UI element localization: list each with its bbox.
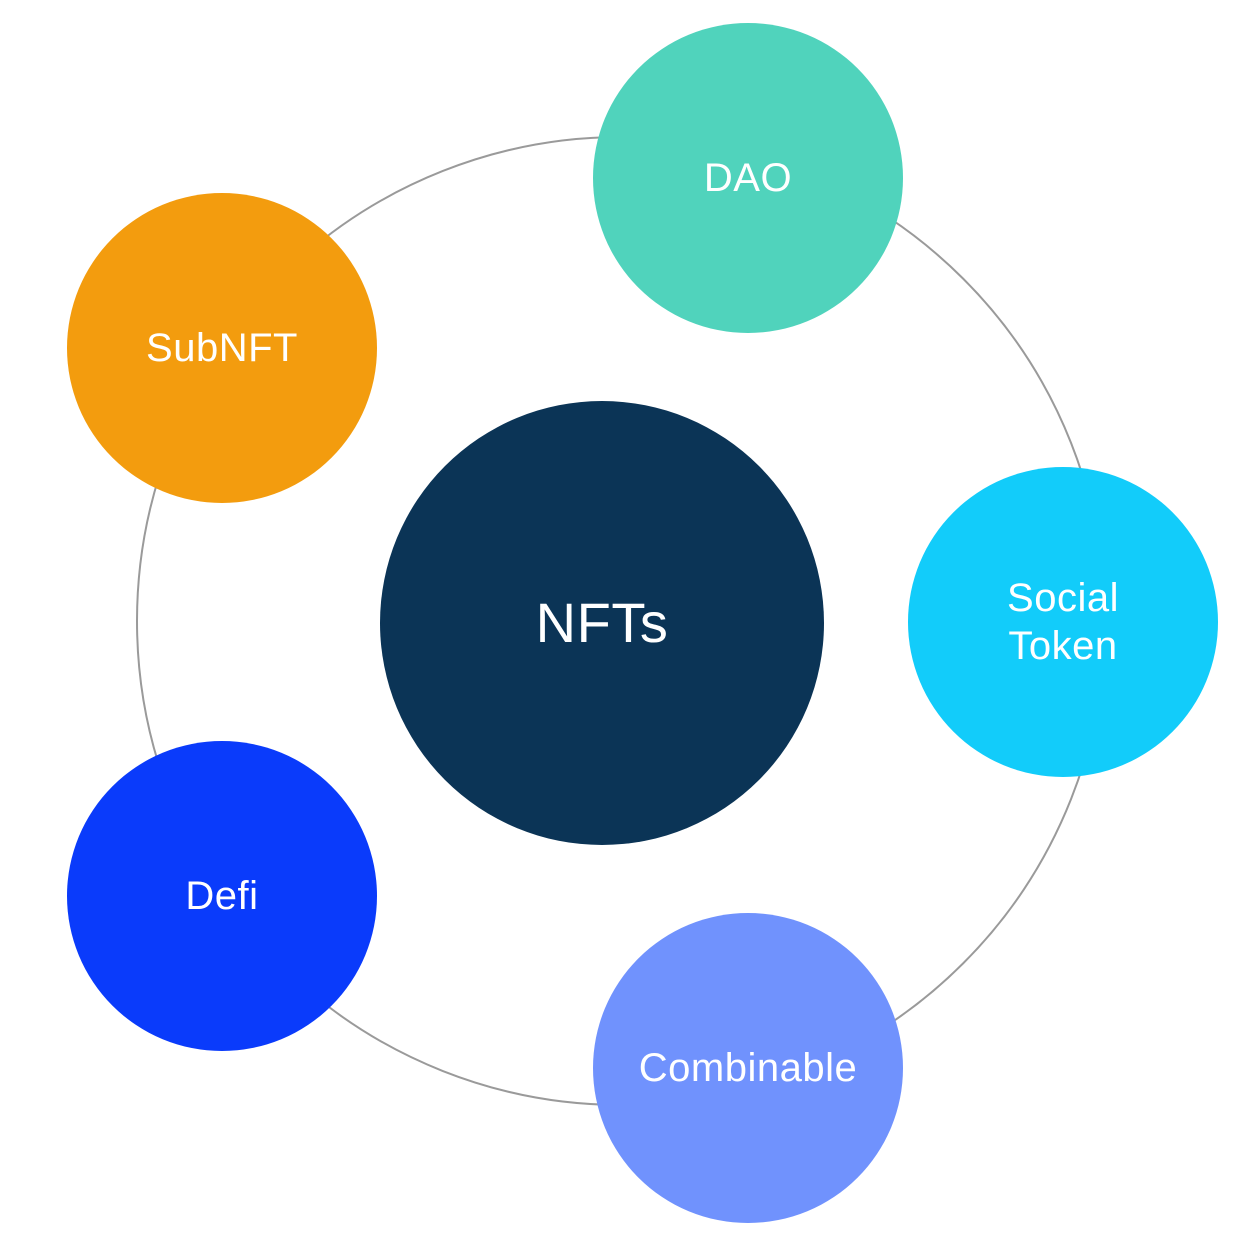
defi-node: Defi (67, 741, 377, 1051)
social-token-node: Social Token (908, 467, 1218, 777)
defi-label: Defi (185, 874, 259, 918)
dao-node: DAO (593, 23, 903, 333)
subnft-label: SubNFT (146, 326, 298, 370)
nfts-label: NFTs (535, 591, 669, 655)
nfts-center-node: NFTs (380, 401, 824, 845)
social-token-label: Social Token (1007, 576, 1119, 668)
combinable-label: Combinable (638, 1046, 858, 1090)
dao-label: DAO (703, 156, 793, 200)
subnft-node: SubNFT (67, 193, 377, 503)
combinable-node: Combinable (593, 913, 903, 1223)
